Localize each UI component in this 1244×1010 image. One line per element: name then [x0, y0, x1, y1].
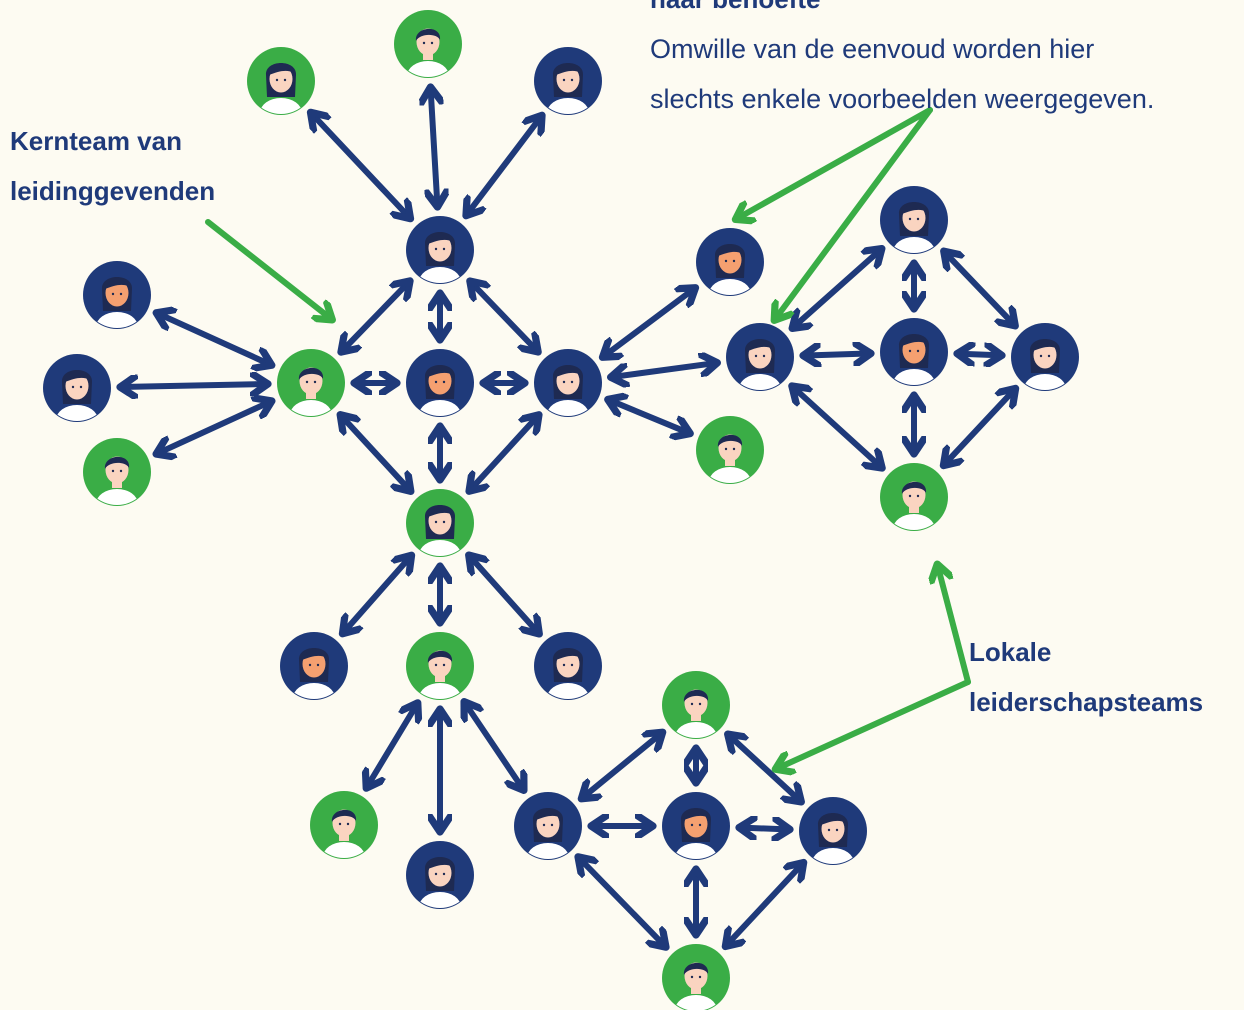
- person-avatar-icon: [247, 47, 315, 115]
- double-arrow-icon: [313, 115, 409, 217]
- core-team-label-line-1: Kernteam van: [10, 126, 182, 156]
- person-avatar-icon: [799, 797, 867, 865]
- connection-arrows: [123, 90, 1014, 945]
- green-pointer-arrow-icon: [738, 107, 933, 218]
- person-avatar-icon: [534, 349, 602, 417]
- person-avatar-icon: [880, 186, 948, 254]
- person-avatar-icon: [696, 228, 764, 296]
- local-teams-label: Lokale leiderschapsteams: [969, 627, 1203, 727]
- double-arrow-icon: [431, 90, 438, 204]
- note-line-2: slechts enkele voorbeelden weergegeven.: [650, 84, 1155, 114]
- double-arrow-icon: [806, 353, 868, 355]
- person-nodes: [43, 10, 1079, 1010]
- person-avatar-icon: [696, 416, 764, 484]
- local-teams-label-line-1: Lokale: [969, 637, 1052, 667]
- double-arrow-icon: [468, 118, 540, 214]
- person-avatar-icon: [406, 489, 474, 557]
- person-avatar-icon: [662, 944, 730, 1010]
- double-arrow-icon: [584, 734, 661, 797]
- double-arrow-icon: [466, 704, 523, 788]
- double-arrow-icon: [794, 388, 880, 466]
- person-avatar-icon: [406, 841, 474, 909]
- person-avatar-icon: [83, 261, 151, 329]
- person-avatar-icon: [406, 349, 474, 417]
- green-pointer-arrow-icon: [776, 107, 933, 318]
- person-avatar-icon: [534, 47, 602, 115]
- note-line-1: Omwille van de eenvoud worden hier: [650, 34, 1095, 64]
- double-arrow-icon: [471, 417, 537, 489]
- double-arrow-icon: [730, 736, 799, 800]
- double-arrow-icon: [123, 384, 265, 387]
- green-pointer-arrow-icon: [778, 679, 971, 768]
- person-avatar-icon: [310, 791, 378, 859]
- person-avatar-icon: [277, 349, 345, 417]
- note-heading: naar behoefte: [650, 0, 1154, 24]
- person-avatar-icon: [880, 318, 948, 386]
- double-arrow-icon: [344, 558, 409, 632]
- person-avatar-icon: [394, 10, 462, 78]
- person-avatar-icon: [83, 438, 151, 506]
- person-avatar-icon: [880, 463, 948, 531]
- double-arrow-icon: [605, 290, 693, 356]
- double-arrow-icon: [945, 391, 1013, 464]
- double-arrow-icon: [159, 402, 269, 453]
- label-pointer-arrows: [205, 107, 971, 768]
- double-arrow-icon: [580, 859, 664, 945]
- double-arrow-icon: [471, 557, 538, 631]
- person-avatar-icon: [662, 671, 730, 739]
- green-pointer-arrow-icon: [205, 219, 330, 318]
- double-arrow-icon: [611, 401, 688, 433]
- double-arrow-icon: [794, 251, 879, 327]
- core-team-label: Kernteam van leidinggevenden: [10, 116, 215, 216]
- double-arrow-icon: [342, 417, 409, 489]
- double-arrow-icon: [368, 705, 416, 785]
- double-arrow-icon: [614, 363, 715, 377]
- person-avatar-icon: [1011, 323, 1079, 391]
- person-avatar-icon: [726, 323, 794, 391]
- local-teams-label-line-2: leiderschapsteams: [969, 687, 1204, 717]
- person-avatar-icon: [534, 632, 602, 700]
- note-block: naar behoefte Omwille van de eenvoud wor…: [650, 0, 1154, 124]
- double-arrow-icon: [727, 865, 801, 945]
- person-avatar-icon: [406, 632, 474, 700]
- core-team-label-line-2: leidinggevenden: [10, 176, 216, 206]
- double-arrow-icon: [159, 314, 269, 364]
- person-avatar-icon: [280, 632, 348, 700]
- double-arrow-icon: [343, 283, 408, 350]
- double-arrow-icon: [742, 828, 787, 830]
- person-avatar-icon: [43, 354, 111, 422]
- person-avatar-icon: [514, 792, 582, 860]
- person-avatar-icon: [406, 216, 474, 284]
- green-pointer-arrow-icon: [938, 567, 971, 685]
- double-arrow-icon: [960, 354, 999, 355]
- double-arrow-icon: [472, 283, 536, 350]
- double-arrow-icon: [946, 253, 1013, 324]
- person-avatar-icon: [662, 792, 730, 860]
